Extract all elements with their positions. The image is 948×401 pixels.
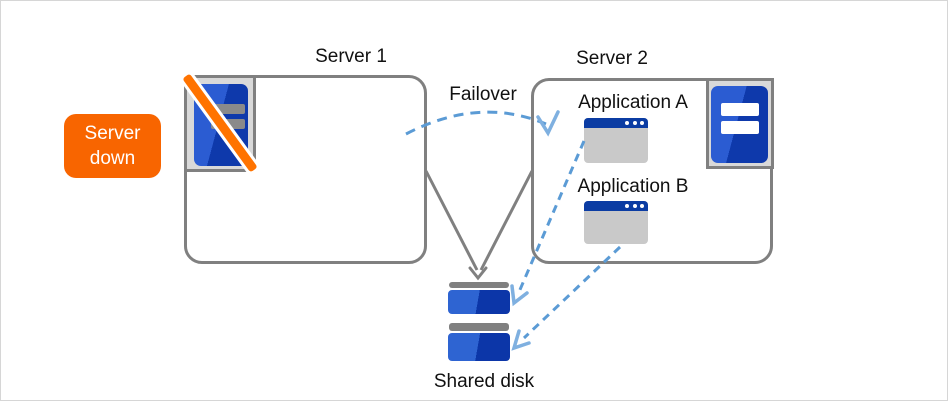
server-slot [721,121,759,134]
server-to-disk-links [424,170,534,281]
disk-cap [449,323,509,331]
window-titlebar [584,118,648,128]
window-dot [633,204,637,208]
server-tower-icon [711,86,768,163]
server-slot [211,104,245,114]
window-dot [625,121,629,125]
window-dot [625,204,629,208]
disk-cap [449,282,509,288]
server2-server-icon [706,78,774,169]
window-titlebar [584,201,648,211]
disk-platter [448,290,510,314]
window-dot [640,121,644,125]
window-dot [640,204,644,208]
application-a-label: Application A [578,92,688,113]
application-b-label: Application B [577,176,689,197]
application-a-window-icon [584,118,648,163]
server2-title: Server 2 [576,48,648,69]
application-b-window-icon [584,201,648,244]
disk-platter [448,333,510,361]
failover-label: Failover [449,84,517,105]
server1-crossed-server-icon [178,69,262,177]
window-dot [633,121,637,125]
badge-line2: down [89,148,136,169]
server-down-badge: Server down [64,114,161,178]
badge-line1: Server [84,123,141,144]
server-slot [721,103,759,116]
shared-disk-label: Shared disk [433,371,535,392]
server1-title: Server 1 [315,46,387,67]
